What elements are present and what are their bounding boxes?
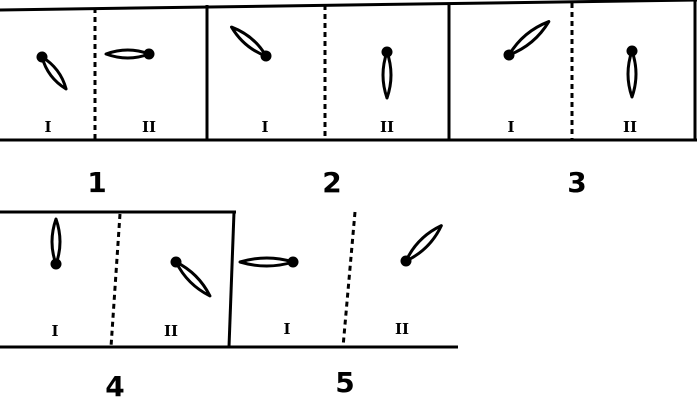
option-1-label-i: I: [44, 118, 51, 136]
option-4-number: 4: [105, 370, 124, 403]
option-4-divider: [109, 213, 122, 348]
option-5-number: 5: [335, 366, 354, 399]
option-5-label-i: I: [283, 320, 290, 338]
option-3-leaf-i: [503, 20, 551, 61]
option-5-label-ii: II: [395, 320, 409, 338]
option-5-leaf-ii: [400, 224, 443, 267]
option-2-leaf-i: [230, 25, 272, 62]
option-5-divider: [341, 211, 357, 348]
bottom-row-frame: [0, 210, 458, 349]
option-5-leaf-i: [238, 256, 299, 268]
option-3-leaf-ii: [626, 45, 638, 99]
option-2-leaf-ii: [381, 46, 393, 100]
option-4-leaf-i: [50, 217, 62, 270]
option-3-label-i: I: [507, 118, 514, 136]
option-1-label-ii: II: [142, 118, 156, 136]
option-3-label-ii: II: [623, 118, 637, 136]
option-3-number: 3: [567, 166, 586, 199]
option-2-number: 2: [322, 166, 341, 199]
option-1-leaf-ii: [104, 48, 155, 60]
top-row-frame: [0, 0, 697, 142]
option-4-label-i: I: [51, 322, 58, 340]
option-1-number: 1: [87, 166, 106, 199]
option-1-leaf-i: [36, 51, 68, 91]
option-2-label-ii: II: [380, 118, 394, 136]
option-2-label-i: I: [261, 118, 268, 136]
option-4-label-ii: II: [164, 322, 178, 340]
option-4-leaf-ii: [170, 256, 212, 298]
